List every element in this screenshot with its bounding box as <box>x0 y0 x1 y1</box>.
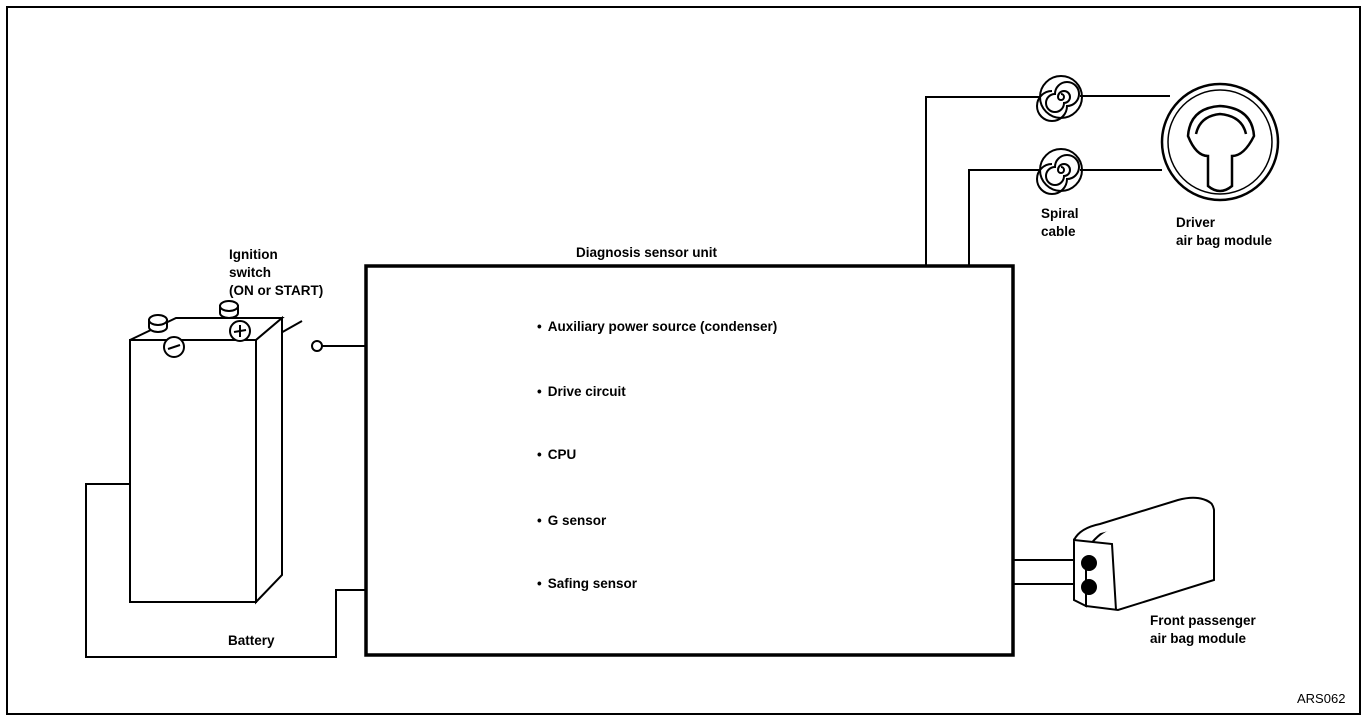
diagnosis-sensor-unit-label: Diagnosis sensor unit <box>576 245 718 260</box>
diagnosis-sensor-unit-box <box>364 264 1015 657</box>
unit-item-drive-circuit: Drive circuit <box>537 383 626 401</box>
unit-item-auxiliary-power-source: Auxiliary power source (condenser) <box>537 318 778 336</box>
unit-item-cpu: CPU <box>537 446 577 464</box>
battery-icon <box>129 300 285 605</box>
wire-unit-to-spiral-lower <box>968 169 1040 266</box>
diagram-frame <box>6 6 1361 715</box>
battery-label: Battery <box>228 633 275 648</box>
figure-id: ARS062 <box>1297 691 1346 706</box>
unit-item-safing-sensor: Safing sensor <box>537 575 637 593</box>
ignition-switch-label: Ignition switch (ON or START) <box>229 247 324 298</box>
wire-unit-to-spiral-upper <box>925 96 1040 266</box>
passenger-airbag-icon <box>1073 496 1215 612</box>
spiral-cable-icon <box>1036 75 1083 195</box>
front-passenger-air-bag-module-label: Front passenger air bag module <box>1150 613 1256 646</box>
unit-item-g-sensor: G sensor <box>537 512 607 530</box>
steering-wheel-icon <box>1160 82 1280 202</box>
spiral-cable-label: Spiral cable <box>1041 206 1079 239</box>
driver-air-bag-module-label: Driver air bag module <box>1176 215 1273 248</box>
